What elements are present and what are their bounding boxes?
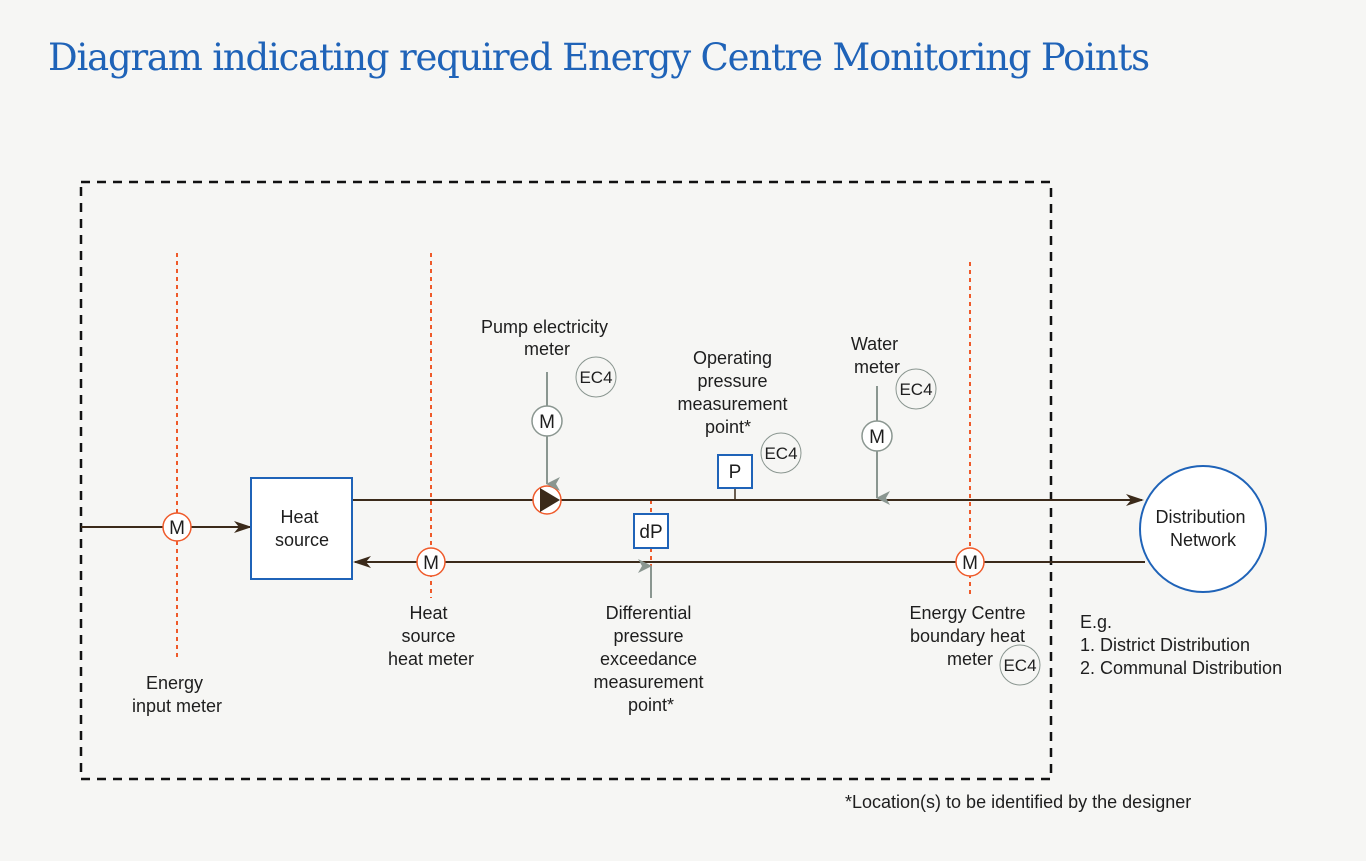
ec4-badge-boundary: EC4 xyxy=(999,644,1041,686)
energy-centre-boundary xyxy=(79,180,1053,781)
ec4-badge-pressure: EC4 xyxy=(760,432,802,474)
svg-text:EC4: EC4 xyxy=(899,380,932,399)
pump-icon xyxy=(532,485,562,515)
differential-pressure-sensor-symbol: dP xyxy=(633,513,669,549)
water-meter-symbol: M xyxy=(861,420,893,452)
ec4-badge-water: EC4 xyxy=(895,368,937,410)
page-title: Diagram indicating required Energy Centr… xyxy=(48,36,1150,79)
pump-electricity-meter-label: Pump electricity meter xyxy=(481,317,613,359)
distribution-examples: E.g. 1. District Distribution 2. Communa… xyxy=(1080,612,1282,678)
heat-source-heat-meter-label: Heat source heat meter xyxy=(388,603,474,669)
distribution-network-node xyxy=(1139,465,1267,593)
energy-input-meter-label: Energy input meter xyxy=(132,673,222,716)
ec4-badge-pump: EC4 xyxy=(575,356,617,398)
boundary-heat-meter-symbol: M xyxy=(955,547,985,577)
pressure-sensor-symbol: P xyxy=(717,454,753,489)
svg-text:dP: dP xyxy=(639,522,662,543)
svg-text:EC4: EC4 xyxy=(1003,656,1036,675)
heat-source-heat-meter-symbol: M xyxy=(416,547,446,577)
svg-text:EC4: EC4 xyxy=(579,368,612,387)
svg-text:M: M xyxy=(169,518,185,539)
svg-text:M: M xyxy=(869,427,885,448)
svg-text:M: M xyxy=(539,412,555,433)
footnote: *Location(s) to be identified by the des… xyxy=(845,792,1191,812)
pump-electricity-meter-symbol: M xyxy=(531,405,563,437)
svg-text:EC4: EC4 xyxy=(764,444,797,463)
svg-text:P: P xyxy=(729,462,742,483)
boundary-heat-meter-label: Energy Centre boundary heat meter xyxy=(909,603,1030,669)
svg-text:M: M xyxy=(423,553,439,574)
operating-pressure-point-label: Operating pressure measurement point* xyxy=(677,348,792,437)
svg-text:M: M xyxy=(962,553,978,574)
distribution-network-label: Distribution Network xyxy=(1155,507,1250,550)
differential-pressure-point-label: Differential pressure exceedance measure… xyxy=(593,603,708,715)
heat-source-box xyxy=(250,477,353,580)
heat-source-label: Heat source xyxy=(275,507,329,550)
energy-input-meter-symbol: M xyxy=(162,512,192,542)
water-meter-label: Water meter xyxy=(851,334,903,377)
